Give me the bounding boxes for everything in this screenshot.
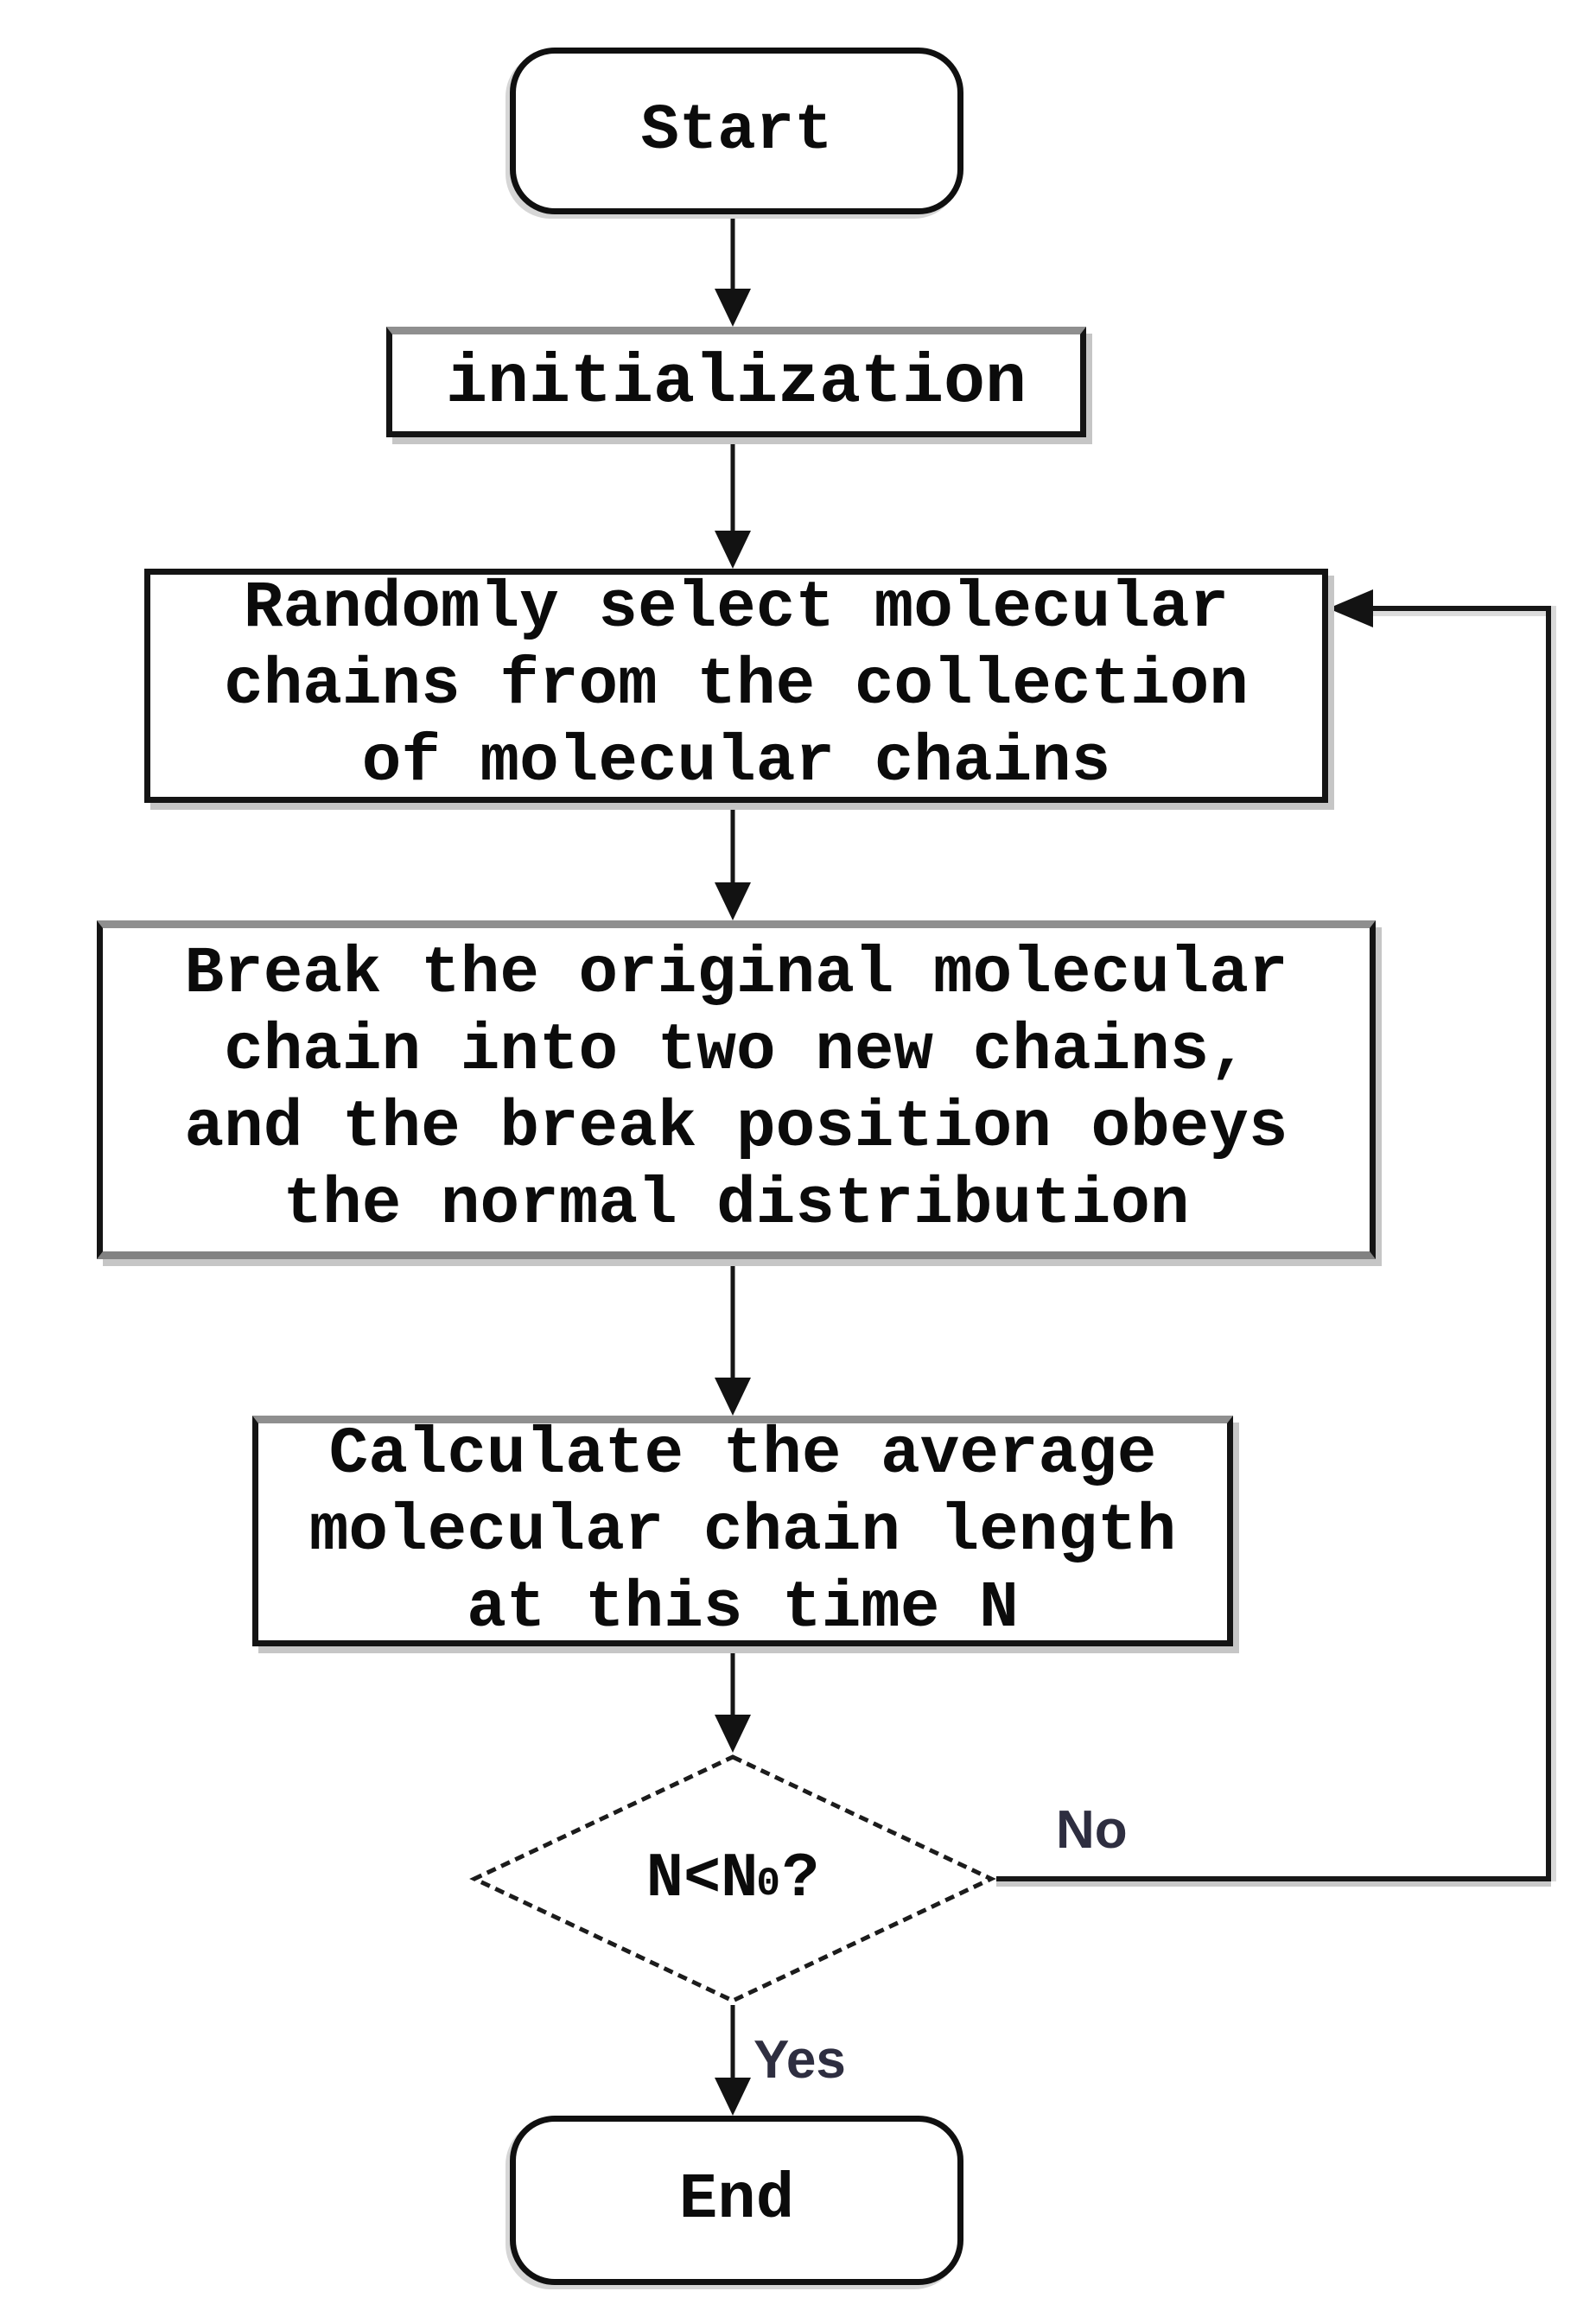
arrowhead-down-icon — [715, 1378, 751, 1416]
arrowhead-down-icon — [715, 2078, 751, 2116]
arrowhead-down-icon — [715, 1715, 751, 1753]
feedback-line-vertical — [1546, 606, 1551, 1881]
calculate-length-node-label: Calculate the average molecular chain le… — [308, 1417, 1177, 1645]
arrowhead-left-icon — [1328, 589, 1373, 627]
arrow-calculate-to-decision — [714, 1646, 752, 1753]
arrow-stem — [730, 1259, 735, 1383]
select-chains-node: Randomly select molecular chains from th… — [144, 569, 1328, 803]
no-edge-label: No — [1056, 1800, 1128, 1860]
arrow-stem — [730, 214, 735, 294]
initialization-node-label: initialization — [445, 343, 1027, 423]
arrow-start-to-initialization — [714, 214, 752, 327]
end-node-label: End — [678, 2164, 795, 2237]
arrow-break-to-calculate — [714, 1259, 752, 1416]
start-node-label: Start — [640, 94, 833, 168]
arrowhead-down-icon — [715, 289, 751, 327]
end-node: End — [510, 2116, 963, 2285]
initialization-node: initialization — [386, 327, 1086, 437]
arrow-stem — [730, 803, 735, 888]
select-chains-node-label: Randomly select molecular chains from th… — [224, 571, 1249, 799]
arrow-select-to-break — [714, 803, 752, 920]
arrow-stem — [730, 2005, 735, 2083]
arrowhead-down-icon — [715, 531, 751, 569]
feedback-line-bottom — [996, 1876, 1551, 1881]
arrow-initialization-to-select — [714, 437, 752, 569]
arrowhead-down-icon — [715, 882, 751, 920]
decision-subscript: 0 — [756, 1862, 780, 1906]
arrow-decision-to-end — [714, 2005, 752, 2116]
arrow-stem — [730, 437, 735, 536]
arrow-stem — [730, 1646, 735, 1720]
break-chain-node-label: Break the original molecular chain into … — [184, 937, 1288, 1242]
decision-text-after-sub: ? — [782, 1843, 820, 1914]
calculate-length-node: Calculate the average molecular chain le… — [252, 1416, 1233, 1646]
break-chain-node: Break the original molecular chain into … — [97, 920, 1376, 1259]
feedback-line-top — [1371, 606, 1546, 611]
start-node: Start — [510, 48, 963, 214]
decision-text-before-sub: N<N — [645, 1843, 759, 1914]
decision-diamond-shape — [469, 1754, 996, 2003]
yes-edge-label: Yes — [753, 2030, 846, 2090]
